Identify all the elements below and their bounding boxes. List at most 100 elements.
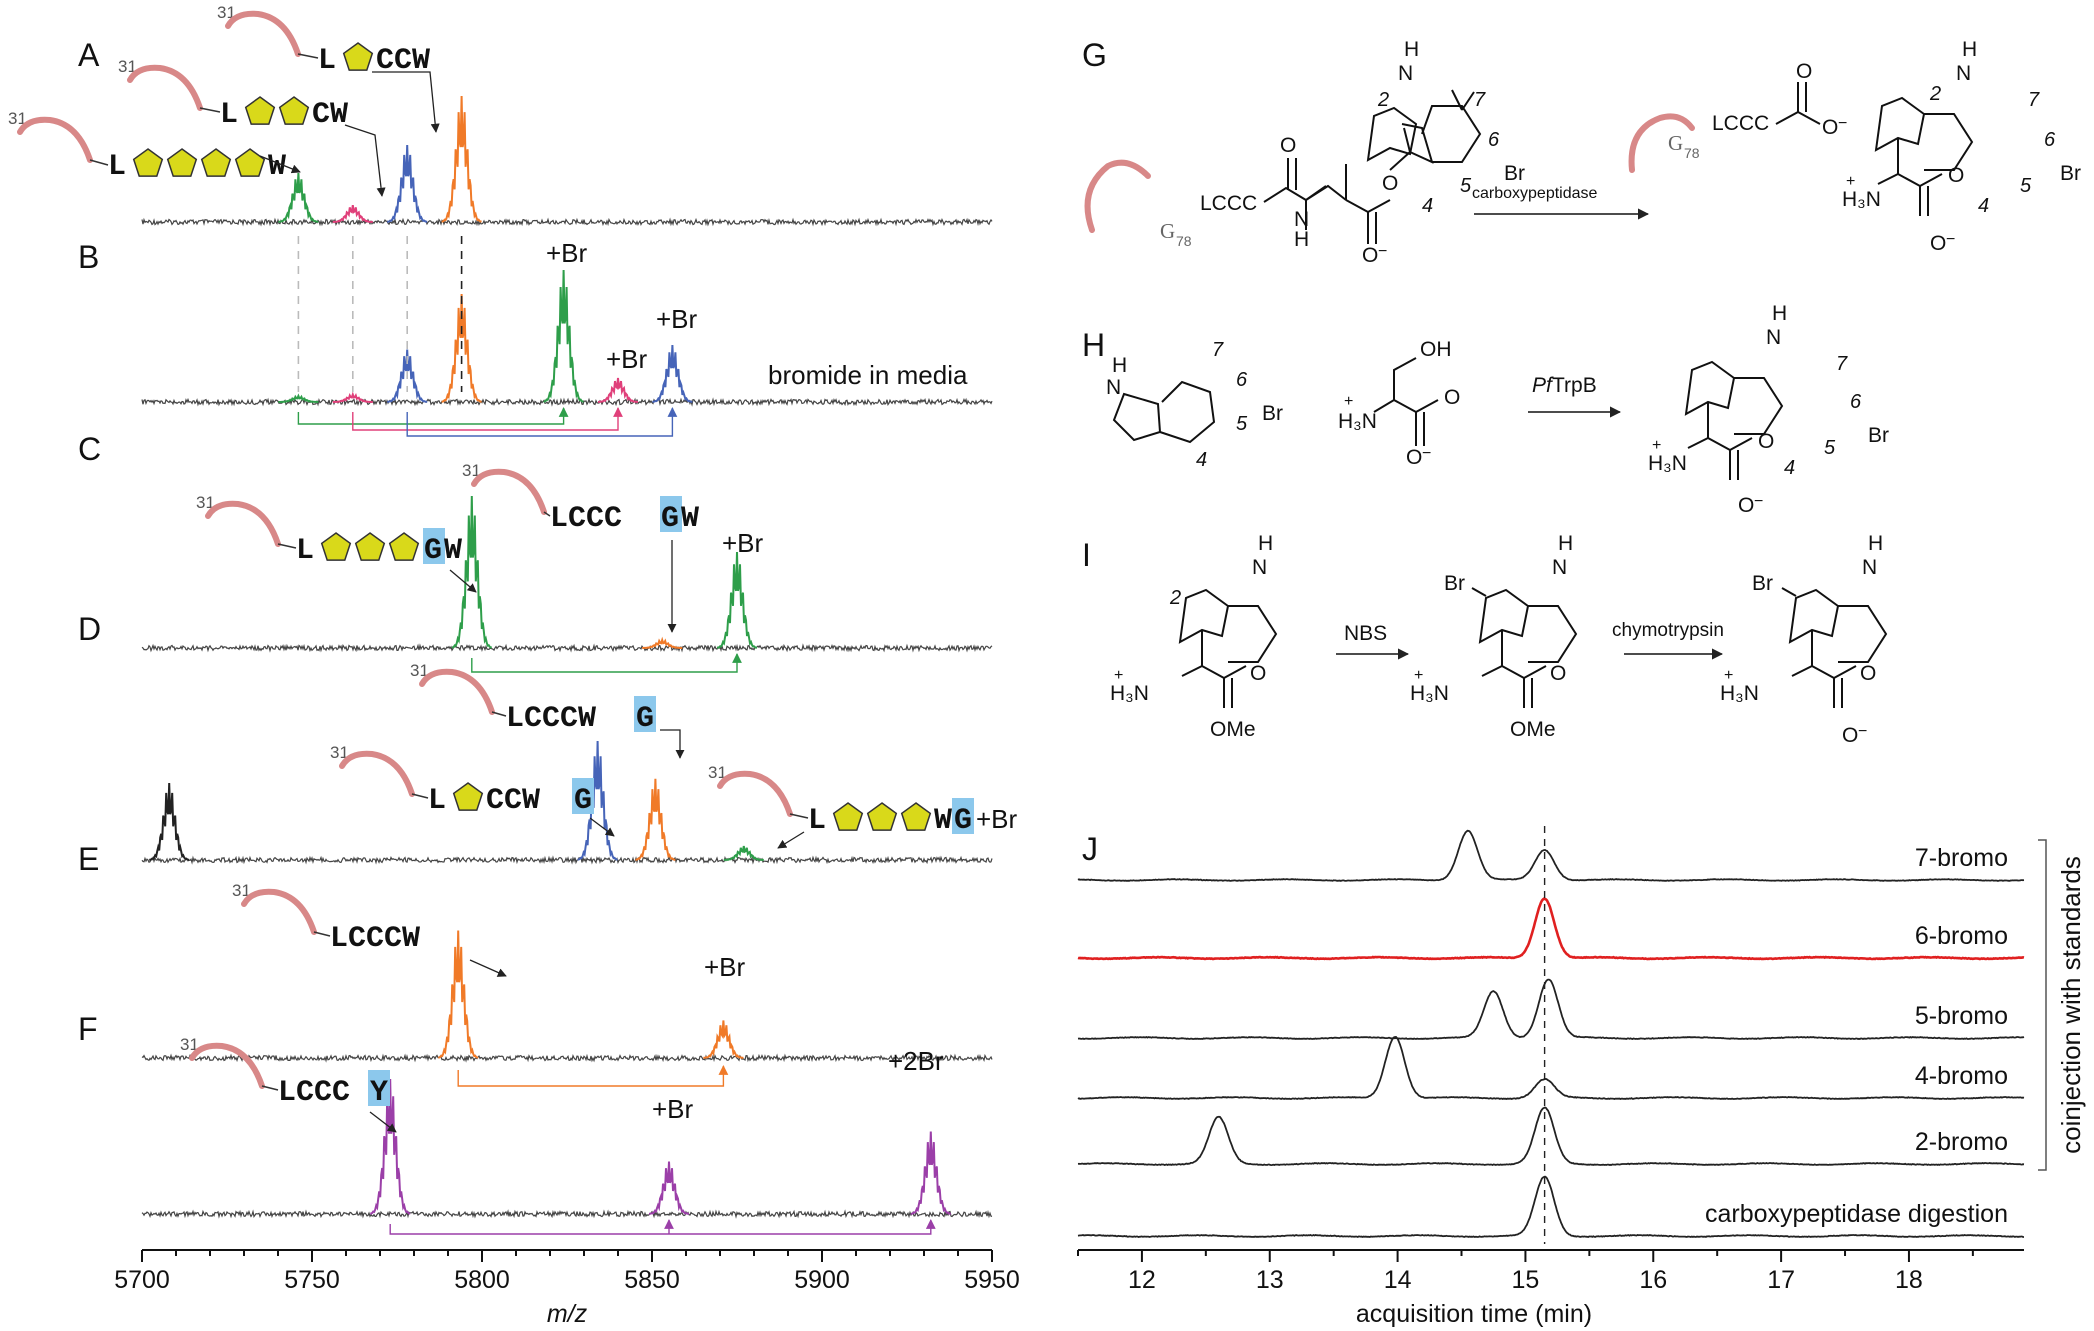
svg-text:H: H bbox=[1112, 354, 1127, 377]
svg-text:LCCC: LCCC bbox=[550, 502, 622, 536]
svg-text:O: O bbox=[1930, 232, 1946, 255]
ms-baseline bbox=[141, 643, 993, 653]
svg-text:−: − bbox=[1838, 115, 1847, 132]
ms-peak bbox=[441, 95, 482, 223]
svg-text:O: O bbox=[1738, 494, 1754, 517]
peptide-tail-icon: 31 bbox=[217, 3, 319, 59]
lc-tick-label: 15 bbox=[1512, 1266, 1540, 1294]
ms-peak bbox=[451, 495, 492, 649]
svg-text:LCCC: LCCC bbox=[278, 1076, 350, 1110]
ms-tick-label: 5950 bbox=[964, 1266, 1020, 1294]
svg-text:W: W bbox=[268, 150, 286, 184]
scheme-g-text: G 78 LCCC O H N O O − H N 2 7 6 5 4 Br c… bbox=[1160, 38, 1598, 267]
peptide-tail-icon: 31 bbox=[118, 57, 221, 113]
panel-label-h: H bbox=[1082, 327, 1105, 363]
lc-chromatograms: 7-bromo6-bromo5-bromo4-bromo2-bromocarbo… bbox=[1077, 826, 2025, 1244]
svg-text:W: W bbox=[681, 502, 699, 536]
svg-text:O: O bbox=[1250, 662, 1266, 685]
ms-baseline bbox=[141, 855, 993, 865]
svg-text:H: H bbox=[1294, 228, 1309, 251]
svg-text:H₃N: H₃N bbox=[1842, 188, 1881, 211]
lc-tick-label: 13 bbox=[1256, 1266, 1284, 1294]
ms-peak bbox=[598, 377, 638, 403]
ms-peak bbox=[649, 1161, 689, 1215]
svg-text:G: G bbox=[661, 502, 679, 536]
svg-text:N: N bbox=[1252, 556, 1267, 579]
ms-peak bbox=[577, 740, 618, 861]
svg-text:4: 4 bbox=[1196, 449, 1207, 471]
ms-peak bbox=[717, 551, 757, 649]
svg-text:+Br: +Br bbox=[976, 804, 1018, 834]
chromatogram-trace bbox=[1077, 1175, 2024, 1239]
svg-text:+: + bbox=[1414, 667, 1423, 684]
ms-tick-label: 5750 bbox=[284, 1266, 340, 1294]
svg-text:G: G bbox=[636, 702, 654, 736]
ms-peak bbox=[149, 782, 190, 861]
coinjection-label: coinjection with standards bbox=[2056, 856, 2086, 1154]
svg-text:Br: Br bbox=[1444, 572, 1465, 595]
svg-text:G: G bbox=[954, 804, 972, 838]
svg-text:CCW: CCW bbox=[376, 44, 430, 78]
svg-text:+Br: +Br bbox=[652, 1094, 694, 1124]
svg-text:N: N bbox=[1766, 326, 1781, 349]
ms-spectra bbox=[141, 95, 993, 1235]
svg-text:LCCCW: LCCCW bbox=[506, 702, 596, 736]
svg-text:Br: Br bbox=[1752, 572, 1773, 595]
ms-peak bbox=[370, 1078, 411, 1215]
svg-text:Y: Y bbox=[370, 1076, 388, 1110]
adduct-label: +Br bbox=[656, 304, 698, 334]
svg-text:O: O bbox=[1758, 430, 1774, 453]
ms-tick-label: 5800 bbox=[454, 1266, 510, 1294]
lc-x-axis-title: acquisition time (min) bbox=[1356, 1300, 1592, 1328]
chromatogram-label: 4-bromo bbox=[1915, 1062, 2008, 1090]
svg-text:−: − bbox=[1858, 723, 1867, 740]
chromatogram-trace bbox=[1077, 829, 2025, 882]
panel-e-labels: 31 LCCCW +Br bbox=[232, 881, 746, 982]
svg-text:31: 31 bbox=[330, 743, 349, 762]
ms-baseline bbox=[141, 1209, 993, 1219]
svg-text:+: + bbox=[1724, 667, 1733, 684]
ms-peak bbox=[652, 344, 693, 403]
svg-text:2: 2 bbox=[1377, 89, 1389, 111]
svg-text:78: 78 bbox=[1684, 145, 1700, 161]
peptide-tail-icon: 31 bbox=[410, 661, 507, 717]
panel-label-f: F bbox=[78, 1011, 98, 1047]
svg-text:O: O bbox=[1796, 60, 1812, 83]
svg-text:O: O bbox=[1406, 446, 1422, 469]
mass-shift-connector bbox=[389, 1219, 936, 1235]
svg-text:N: N bbox=[1552, 556, 1567, 579]
svg-text:OMe: OMe bbox=[1510, 718, 1556, 741]
svg-text:CW: CW bbox=[312, 98, 348, 132]
peptide-tail-icon: 31 bbox=[180, 1035, 279, 1091]
svg-text:31: 31 bbox=[410, 661, 429, 680]
svg-text:−: − bbox=[1946, 231, 1955, 248]
svg-text:L: L bbox=[428, 784, 446, 818]
panel-a-labels: 31 L CCW 31 L CW 31 L W bbox=[8, 3, 440, 197]
ms-peak bbox=[723, 845, 764, 861]
svg-text:4: 4 bbox=[1422, 195, 1433, 217]
panel-label-i: I bbox=[1082, 537, 1091, 573]
chromatogram-label: 2-bromo bbox=[1915, 1128, 2008, 1156]
svg-text:W: W bbox=[934, 804, 952, 838]
svg-text:+: + bbox=[1114, 667, 1123, 684]
svg-text:31: 31 bbox=[196, 493, 215, 512]
panel-label-d: D bbox=[78, 611, 101, 647]
svg-text:CCW: CCW bbox=[486, 784, 540, 818]
panel-label-a: A bbox=[78, 37, 100, 73]
chromatogram-trace bbox=[1077, 1106, 2025, 1167]
svg-text:5: 5 bbox=[2020, 175, 2032, 197]
chromatogram-label: 5-bromo bbox=[1915, 1002, 2008, 1030]
lc-tick-label: 14 bbox=[1384, 1266, 1412, 1294]
svg-text:Pf: Pf bbox=[1532, 374, 1554, 397]
svg-text:2: 2 bbox=[1169, 587, 1181, 609]
svg-text:G: G bbox=[574, 784, 592, 818]
svg-text:H₃N: H₃N bbox=[1410, 682, 1449, 705]
svg-text:+: + bbox=[1344, 393, 1353, 410]
panel-label-e: E bbox=[78, 841, 99, 877]
peptide-tail-icon: 31 bbox=[196, 493, 297, 549]
svg-text:78: 78 bbox=[1176, 233, 1192, 249]
svg-text:L: L bbox=[318, 44, 336, 78]
svg-text:H: H bbox=[1868, 532, 1883, 555]
svg-text:H₃N: H₃N bbox=[1338, 410, 1377, 433]
svg-text:N: N bbox=[1956, 62, 1971, 85]
